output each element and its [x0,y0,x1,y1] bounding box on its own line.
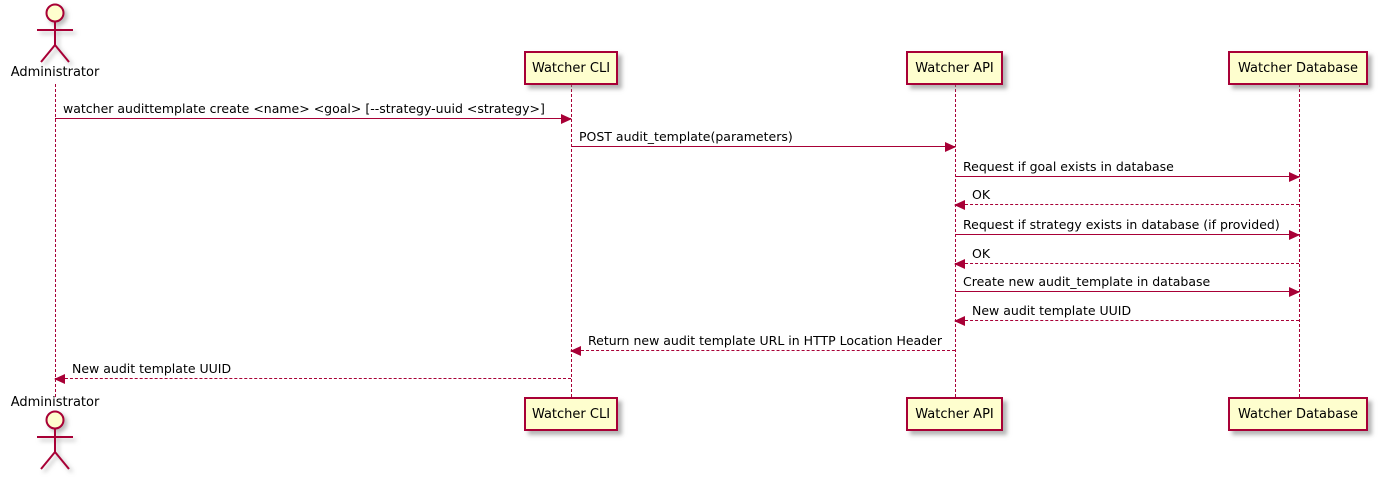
actor-label: Administrator [10,65,100,80]
message-1: watcher audittemplate create <name> <goa… [55,101,572,124]
message-label: watcher audittemplate create <name> <goa… [63,101,545,116]
message-2: POST audit_template(parameters) [571,129,956,152]
message-10: New audit template UUID [54,361,571,384]
participant-watcher-cli-top: Watcher CLI [524,51,618,85]
message-label: Request if strategy exists in database (… [963,217,1280,232]
message-3: Request if goal exists in database [955,159,1300,182]
lifeline-watcher-api [955,84,956,397]
actor-icon [37,410,73,470]
arrowhead-icon [54,374,65,384]
message-line [955,263,1299,264]
participant-watcher-database-bottom: Watcher Database [1228,397,1368,431]
message-label: New audit template UUID [972,303,1132,318]
message-label: OK [972,187,991,202]
lifeline-watcher-database [1299,84,1300,397]
message-label: Request if goal exists in database [963,159,1174,174]
message-7: Create new audit_template in database [955,274,1300,297]
message-line [955,320,1299,321]
participant-watcher-api-top: Watcher API [906,51,1003,85]
actor-label: Administrator [10,395,100,410]
actor-icon [37,3,73,63]
participant-label: Watcher Database [1238,406,1358,422]
message-label: New audit template UUID [72,361,232,376]
participant-label: Watcher API [915,406,994,422]
participant-label: Watcher API [915,60,994,76]
participant-watcher-database-top: Watcher Database [1228,51,1368,85]
participant-label: Watcher CLI [531,60,611,76]
actor-administrator-bottom: Administrator [0,395,110,472]
message-label: OK [972,246,991,261]
message-label: POST audit_template(parameters) [579,129,793,144]
arrowhead-icon [945,142,956,152]
lifeline-watcher-cli [571,84,572,397]
message-6: OK [954,246,1299,269]
arrowhead-icon [1289,287,1300,297]
arrowhead-icon [1289,172,1300,182]
message-line [955,234,1299,235]
arrowhead-icon [954,200,965,210]
arrowhead-icon [570,346,581,356]
message-line [571,350,955,351]
message-9: Return new audit template URL in HTTP Lo… [570,333,955,356]
message-label: Return new audit template URL in HTTP Lo… [588,333,942,348]
arrowhead-icon [561,114,572,124]
arrowhead-icon [954,259,965,269]
participant-label: Watcher Database [1238,60,1358,76]
message-8: New audit template UUID [954,303,1299,326]
message-line [571,146,955,147]
message-line [955,291,1299,292]
message-label: Create new audit_template in database [963,274,1211,289]
message-line [55,118,571,119]
message-line [955,204,1299,205]
actor-administrator-top: Administrator [0,3,110,80]
participant-watcher-api-bottom: Watcher API [906,397,1003,431]
message-4: OK [954,187,1299,210]
participant-watcher-cli-bottom: Watcher CLI [524,397,618,431]
arrowhead-icon [1289,230,1300,240]
participant-label: Watcher CLI [531,406,611,422]
lifeline-administrator [55,84,56,397]
message-line [55,378,571,379]
message-5: Request if strategy exists in database (… [955,217,1300,240]
arrowhead-icon [954,316,965,326]
message-line [955,176,1299,177]
